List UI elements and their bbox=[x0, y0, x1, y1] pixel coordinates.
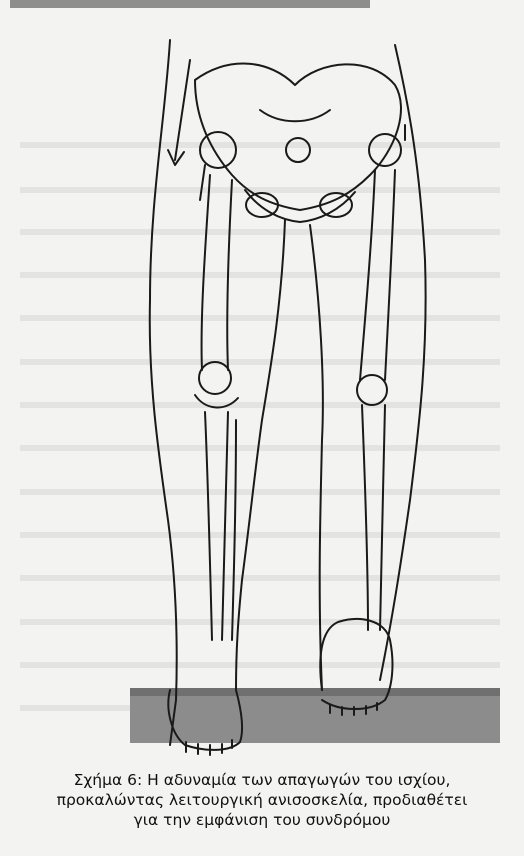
caption-line-3: για την εμφάνιση του συνδρόμου bbox=[0, 810, 524, 830]
top-text-fragment bbox=[10, 0, 370, 8]
leg-illustration bbox=[0, 0, 524, 760]
floor-block bbox=[130, 688, 500, 743]
figure-caption: Σχήμα 6: Η αδυναμία των απαγωγών του ισχ… bbox=[0, 770, 524, 830]
caption-line-2: προκαλώντας λειτουργική ανισοσκελία, προ… bbox=[0, 790, 524, 810]
caption-line-1: Σχήμα 6: Η αδυναμία των απαγωγών του ισχ… bbox=[0, 770, 524, 790]
